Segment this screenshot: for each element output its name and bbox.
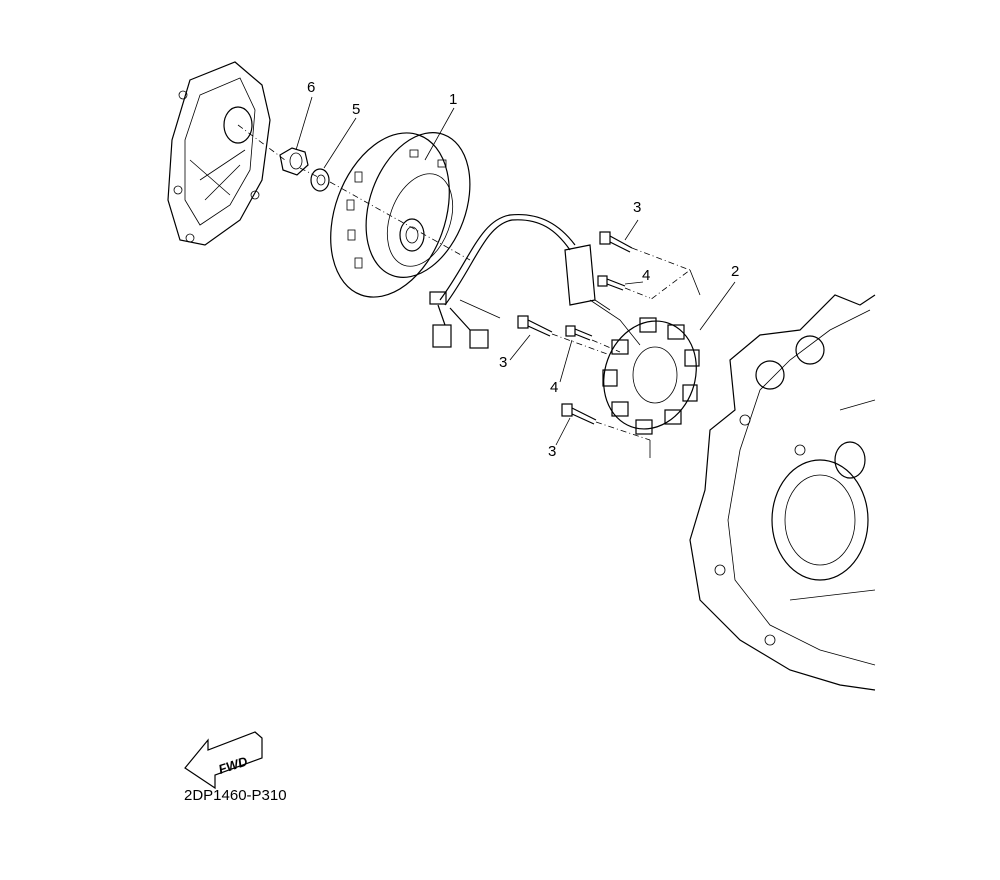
washer xyxy=(310,168,330,192)
callout-3: 3 xyxy=(633,199,642,216)
callout-3: 3 xyxy=(548,443,557,460)
callout-6: 6 xyxy=(307,79,316,96)
callout-3: 3 xyxy=(499,354,508,371)
callout-4: 4 xyxy=(642,267,651,284)
nut xyxy=(279,147,309,176)
callout-4: 4 xyxy=(550,379,559,396)
diagram-code: 2DP1460-P310 xyxy=(184,787,287,804)
fwd-label: FWD xyxy=(217,753,250,777)
leader-lines xyxy=(295,96,736,446)
crankcase xyxy=(689,294,876,691)
fwd-arrow-icon: FWD xyxy=(184,731,263,790)
bolts xyxy=(517,231,633,425)
callout-1: 1 xyxy=(449,91,458,108)
generator-cover xyxy=(167,61,271,246)
stator xyxy=(602,317,700,435)
wire-harness xyxy=(429,213,641,349)
callout-5: 5 xyxy=(352,101,361,118)
assembly-lines xyxy=(459,247,701,458)
flywheel-rotor xyxy=(330,132,471,298)
callout-2: 2 xyxy=(731,263,740,280)
